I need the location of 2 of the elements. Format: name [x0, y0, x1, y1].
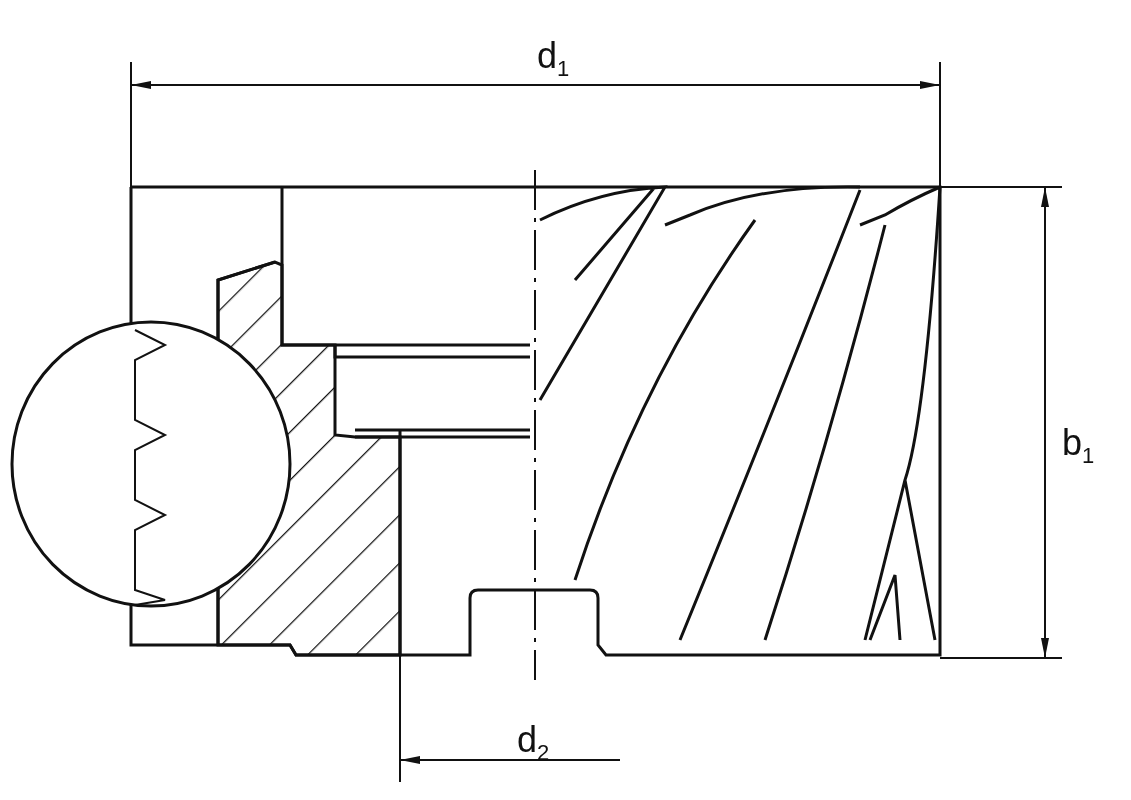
dimension-label: d$_{1}$: [537, 38, 570, 81]
dimension-label: b$_{1}$: [1062, 425, 1095, 468]
